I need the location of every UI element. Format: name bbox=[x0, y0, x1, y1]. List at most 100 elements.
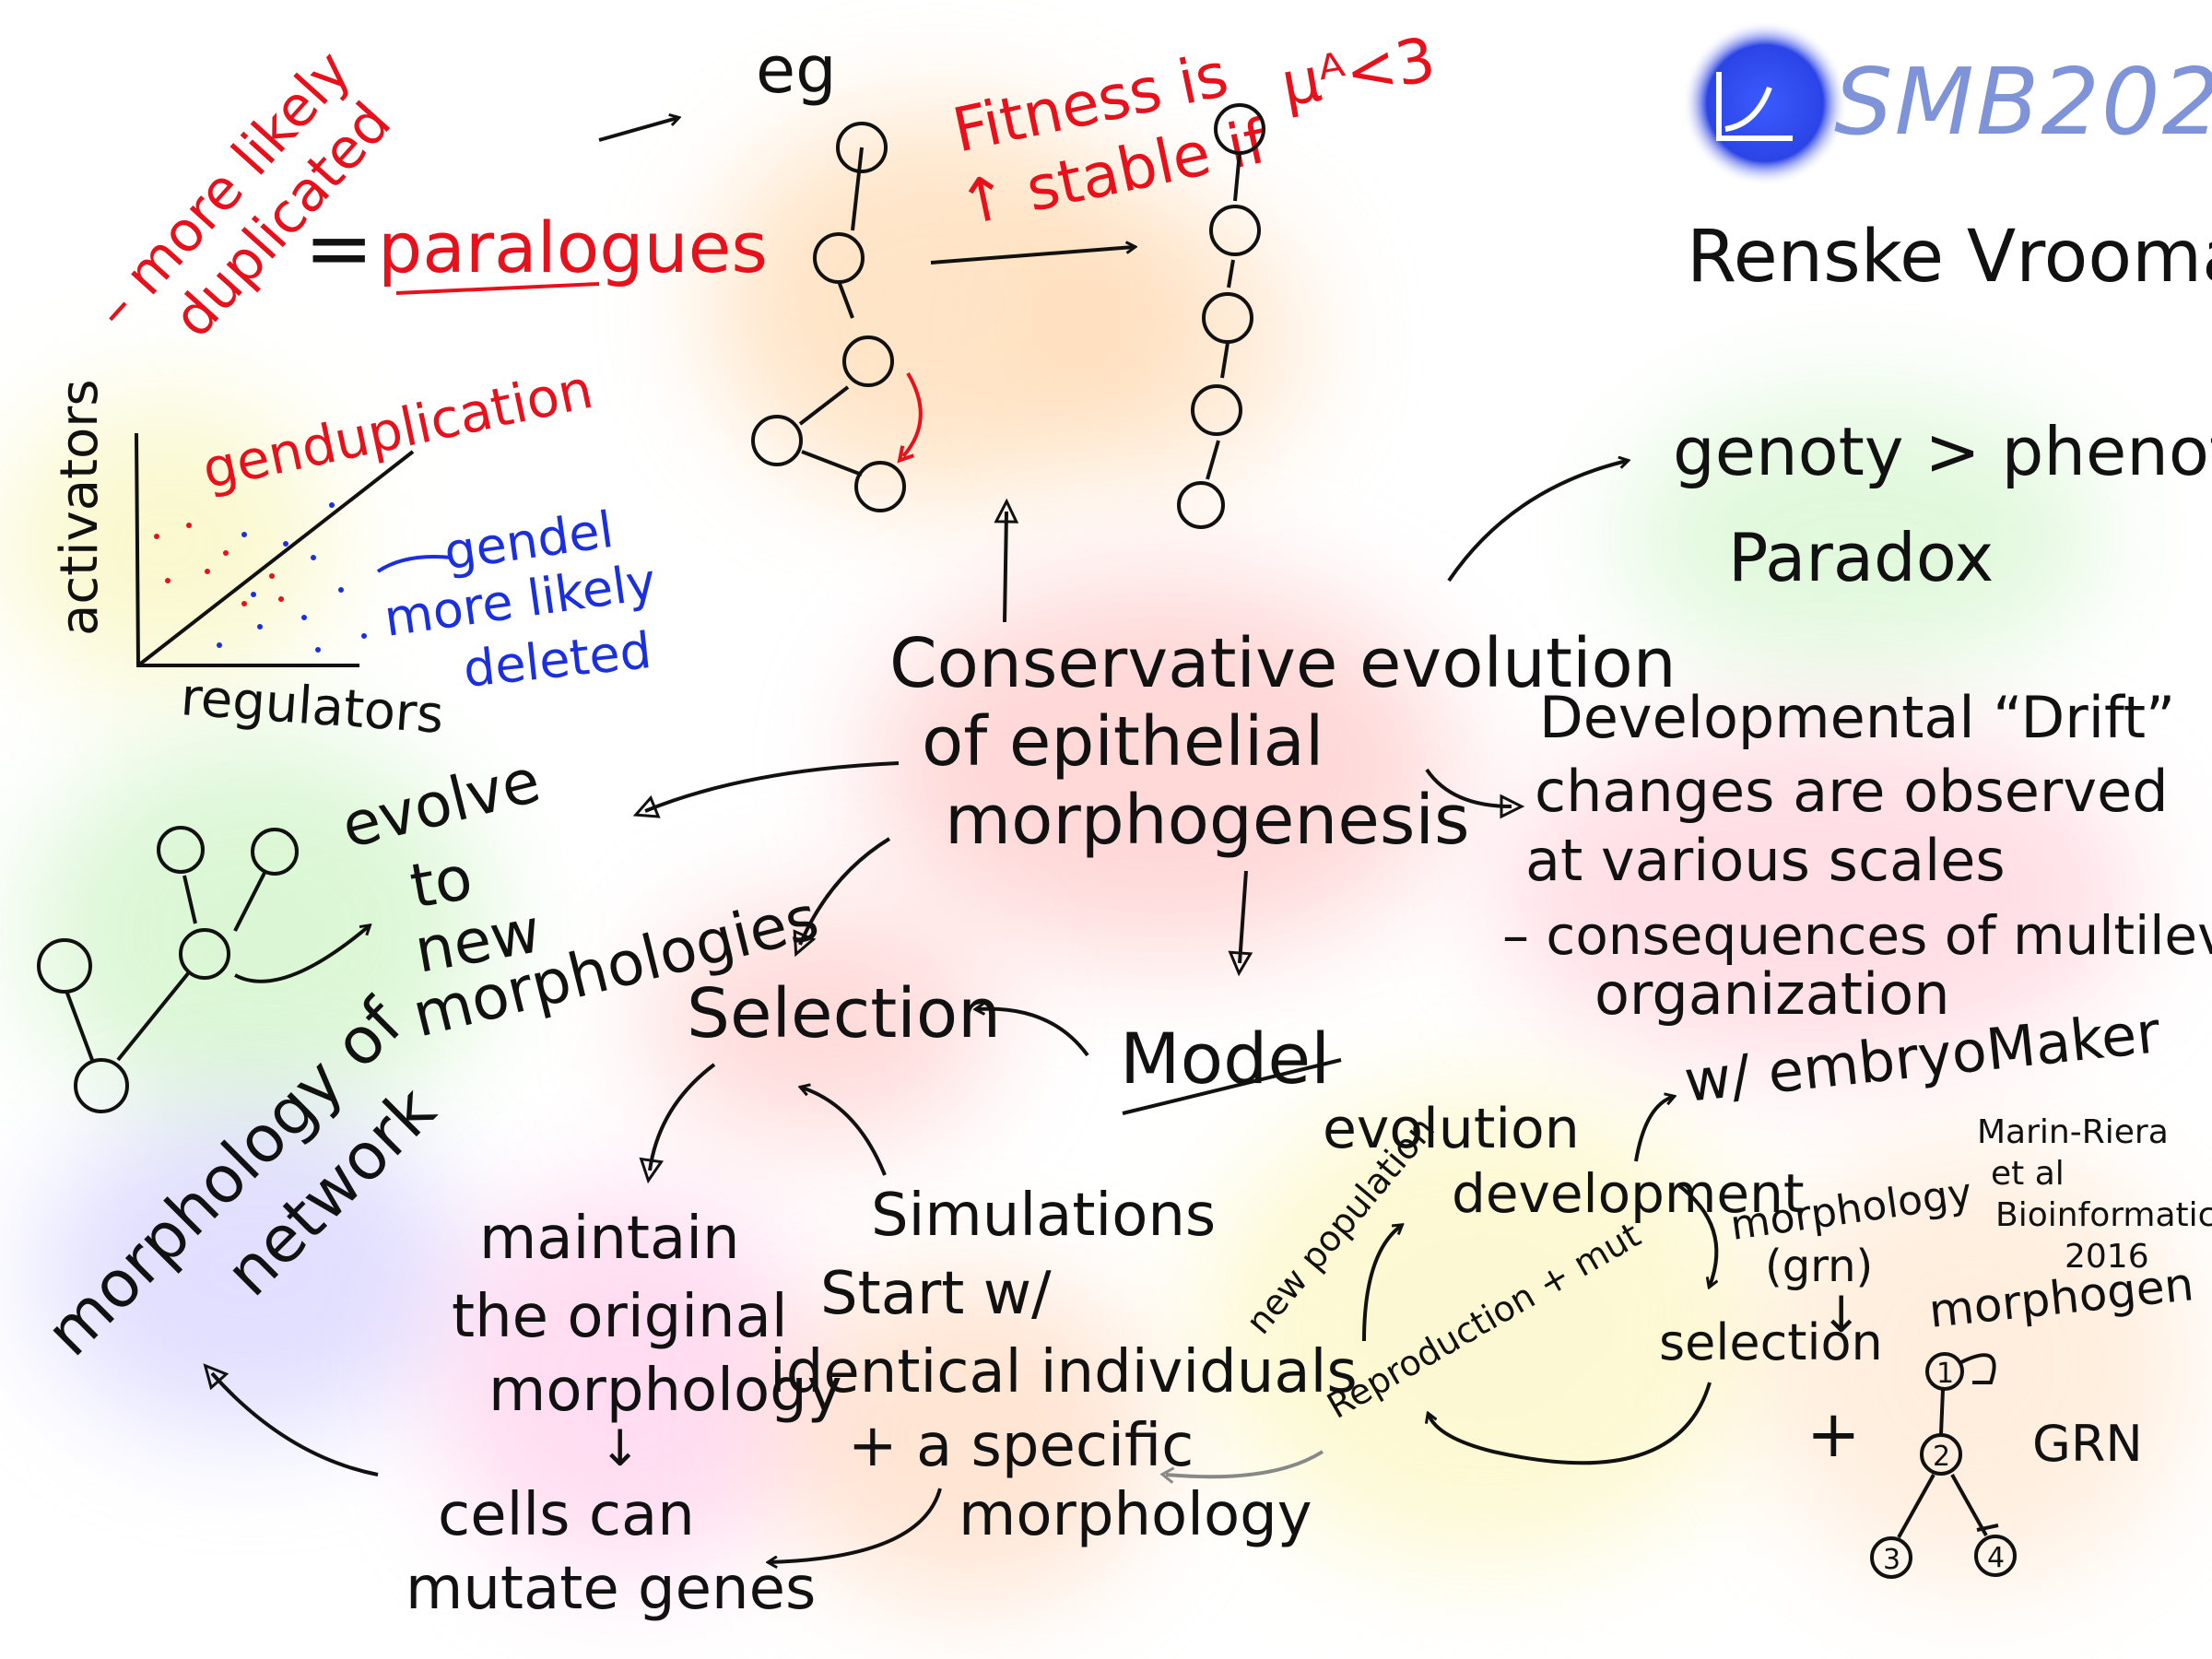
chain-node bbox=[1209, 205, 1261, 256]
plot-diagonal bbox=[136, 450, 415, 667]
genotype-line2: Paradox bbox=[1728, 519, 1994, 596]
net-edge bbox=[851, 147, 864, 231]
net-node bbox=[854, 461, 906, 512]
grey-arrow-reproduction-to-simulations bbox=[1159, 1450, 1324, 1484]
drift-line4: – consequences of multilevel bbox=[1502, 904, 2212, 967]
maintain-arrow: ↓ bbox=[599, 1419, 641, 1477]
citation-line4: 2016 bbox=[2065, 1238, 2149, 1276]
cycle-evolution: evolution bbox=[1323, 1097, 1580, 1161]
plot-xlabel: regulators bbox=[179, 667, 445, 746]
maintain-line1: maintain bbox=[479, 1205, 740, 1273]
eg-label: eg bbox=[756, 32, 837, 108]
net-edge bbox=[798, 385, 850, 426]
smb-logo: SMB2020 bbox=[1682, 20, 2212, 186]
grn-edge-2-4 bbox=[1950, 1474, 1999, 1536]
evolve-node bbox=[179, 928, 230, 980]
arrow-simulations-to-selection bbox=[802, 1088, 887, 1176]
arrow-up-to-example bbox=[994, 498, 1019, 623]
simulations-line5: morphology bbox=[959, 1481, 1312, 1549]
plot-ylabel: activators bbox=[50, 380, 110, 637]
arrow-to-genotype bbox=[1447, 461, 1627, 582]
simulations-line2: Start w/ bbox=[820, 1260, 1052, 1328]
net-node bbox=[751, 415, 803, 466]
grn-node-4 bbox=[1974, 1535, 2017, 1577]
duplication-plot: activators regulators genduplication gen… bbox=[50, 358, 660, 746]
chain-edge bbox=[1206, 440, 1220, 480]
net-edge bbox=[837, 280, 854, 319]
chain-node bbox=[1202, 292, 1253, 344]
arrow-to-evolve bbox=[632, 761, 900, 818]
chain-edge bbox=[1220, 342, 1230, 379]
arrow-to-morphology-network bbox=[203, 1363, 379, 1477]
arrow-simulations-to-cells bbox=[770, 1488, 942, 1562]
evolve-arrow bbox=[234, 926, 369, 983]
bg-blob-pink-right bbox=[1493, 719, 2138, 1069]
bg-blob-red-center bbox=[866, 571, 1456, 959]
red-duplication-arrow bbox=[903, 371, 923, 456]
drift-line2: changes are observed bbox=[1535, 758, 2169, 825]
evolve-node bbox=[74, 1058, 129, 1113]
maintain-line4: cells can bbox=[438, 1481, 695, 1549]
cycle-development: development bbox=[1452, 1162, 1805, 1225]
simulations-line1: Simulations bbox=[871, 1182, 1216, 1250]
simulations-line3: identical individuals bbox=[770, 1338, 1358, 1406]
arrow-to-drift bbox=[1425, 768, 1525, 819]
citation-line1: Marin-Riera bbox=[1977, 1113, 2169, 1151]
grn-morphogen: morphogen bbox=[1926, 1257, 2196, 1338]
paralogues-underline bbox=[395, 282, 600, 295]
center-title-line3: morphogenesis bbox=[945, 781, 1470, 860]
chain-edge bbox=[1233, 151, 1241, 202]
evolve-node bbox=[37, 938, 92, 994]
bg-blob-yellow-bottom bbox=[1198, 1088, 1770, 1567]
cycle-grn-paren: (grn) bbox=[1765, 1241, 1873, 1292]
grn-arrow: ↓ bbox=[1820, 1286, 1862, 1344]
genotype-line1: genoty > phenotype bbox=[1673, 413, 2212, 490]
arrow-selection-to-maintain bbox=[639, 1063, 716, 1184]
bg-blob-red-selection bbox=[645, 903, 995, 1143]
grn-node-2 bbox=[1920, 1433, 1962, 1476]
net-node bbox=[813, 232, 865, 284]
evolve-edge bbox=[182, 875, 197, 924]
citation-line3: Bioinformatics bbox=[1995, 1196, 2212, 1234]
citation-line2: et al bbox=[1991, 1155, 2065, 1193]
bg-blob-pink-mid bbox=[433, 1189, 820, 1576]
arrow-to-eg bbox=[598, 118, 677, 142]
maintain-line2: the original bbox=[452, 1283, 788, 1351]
evolve-edge bbox=[233, 870, 267, 932]
maintain-line5: mutate genes bbox=[406, 1555, 816, 1623]
grn-plus: + bbox=[1806, 1396, 1861, 1472]
logo-graph-icon bbox=[1716, 72, 1793, 141]
chain-node bbox=[1177, 481, 1225, 529]
arrow-model-to-selection bbox=[977, 1009, 1089, 1057]
evolve-line1: evolve bbox=[335, 745, 547, 862]
arrow-reproduction-to-development bbox=[1362, 1226, 1401, 1342]
evolve-edge bbox=[65, 990, 94, 1061]
evolve-edge bbox=[116, 971, 191, 1062]
bg-blob-purple-left bbox=[37, 1106, 461, 1438]
arrow-down-to-model bbox=[1228, 870, 1253, 977]
selection-label: Selection bbox=[687, 974, 1001, 1053]
grn-node-3 bbox=[1870, 1536, 1912, 1579]
drift-line5: organization bbox=[1594, 960, 1950, 1028]
evolve-line2: to bbox=[405, 841, 477, 922]
arrow-to-selection bbox=[793, 837, 891, 958]
fitness-condition: μᴬ<3 bbox=[1276, 24, 1441, 121]
net-node bbox=[842, 335, 894, 387]
arrow-selection-to-reproduction bbox=[1429, 1382, 1712, 1465]
example-network-before bbox=[751, 122, 906, 512]
plot-blue-dots bbox=[217, 502, 367, 653]
grn-edge-1-2 bbox=[1939, 1389, 1945, 1435]
grn-edge-2-3 bbox=[1897, 1474, 1936, 1538]
chain-edge bbox=[1227, 259, 1235, 288]
model-underline bbox=[1122, 1058, 1342, 1115]
center-title-line2: of epithelial bbox=[922, 702, 1324, 782]
plot-red-label: genduplication bbox=[197, 358, 598, 501]
arrow-network-evolves bbox=[930, 247, 1134, 265]
net-edge bbox=[801, 450, 863, 477]
example-network-after bbox=[1177, 103, 1265, 529]
bg-blob-peach-mid bbox=[774, 1272, 1161, 1604]
evolve-node bbox=[157, 826, 205, 874]
chain-node bbox=[1214, 103, 1265, 155]
